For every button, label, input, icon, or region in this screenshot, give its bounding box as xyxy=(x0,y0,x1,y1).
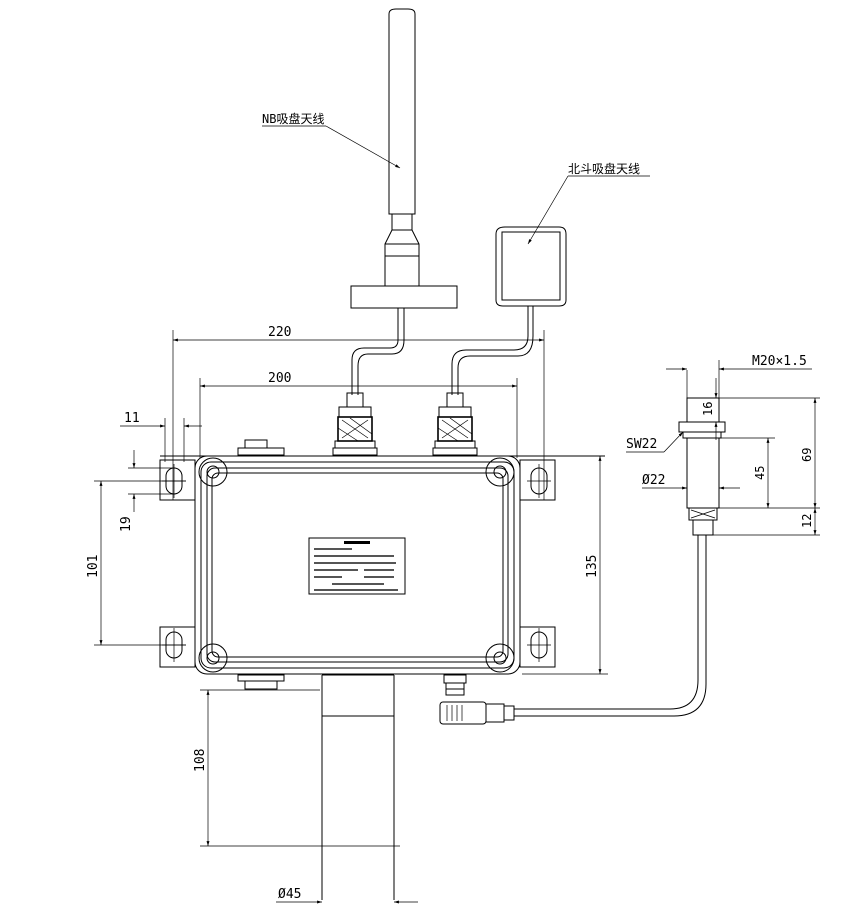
dim-sensor-head: 16 xyxy=(701,378,820,440)
nb-antenna xyxy=(350,8,458,395)
dim-overall-width: 220 xyxy=(172,325,545,500)
dim-thread-m20: M20×1.5 xyxy=(752,354,807,369)
dim-slot-length: 19 xyxy=(119,450,175,532)
probe xyxy=(321,674,395,900)
bottom-vent-plug xyxy=(237,674,285,690)
dim-19: 19 xyxy=(119,516,134,532)
dim-200: 200 xyxy=(268,371,291,386)
dim-wrench: SW22 xyxy=(626,431,684,453)
dim-height: 135 xyxy=(522,456,608,675)
nb-antenna-label: NB吸盘天线 xyxy=(262,111,324,126)
dim-sensor-gland: 12 xyxy=(713,508,820,536)
dim-probe-length: 108 xyxy=(193,689,400,847)
dim-45: 45 xyxy=(753,466,767,480)
connector-right xyxy=(432,392,478,456)
beidou-antenna xyxy=(451,226,567,395)
dim-diameter-45: Ø45 xyxy=(278,887,301,902)
dim-220: 220 xyxy=(268,325,291,340)
dim-101: 101 xyxy=(86,555,101,578)
nb-antenna-leader: NB吸盘天线 xyxy=(262,111,401,169)
dim-probe-diameter: Ø45 xyxy=(276,887,418,904)
pressure-sensor xyxy=(678,397,726,536)
dim-108: 108 xyxy=(193,749,208,772)
connector-left xyxy=(332,392,378,456)
dim-hole-pitch: 101 xyxy=(86,480,186,646)
dim-69: 69 xyxy=(800,448,814,462)
dim-16: 16 xyxy=(701,402,715,416)
nameplate xyxy=(308,537,406,595)
dim-12: 12 xyxy=(800,514,814,528)
dim-sensor-total: 69 xyxy=(800,398,817,508)
dim-hole-offset: 11 xyxy=(120,411,202,462)
beidou-antenna-leader: 北斗吸盘天线 xyxy=(527,161,650,245)
beidou-antenna-label: 北斗吸盘天线 xyxy=(568,161,640,176)
dim-11: 11 xyxy=(124,411,140,426)
dim-sensor-body: 45 xyxy=(719,437,820,509)
dim-135: 135 xyxy=(585,555,600,578)
dim-sw22: SW22 xyxy=(626,437,657,452)
enclosure xyxy=(159,455,605,675)
dim-inner-width: 200 xyxy=(199,371,518,458)
cable-connector xyxy=(439,674,515,725)
sensor-cable xyxy=(514,535,707,717)
dim-sensor-diameter: Ø22 xyxy=(642,473,740,490)
dim-thread: M20×1.5 xyxy=(666,354,812,398)
top-vent-plug xyxy=(237,439,285,456)
dim-diameter-22: Ø22 xyxy=(642,473,665,488)
